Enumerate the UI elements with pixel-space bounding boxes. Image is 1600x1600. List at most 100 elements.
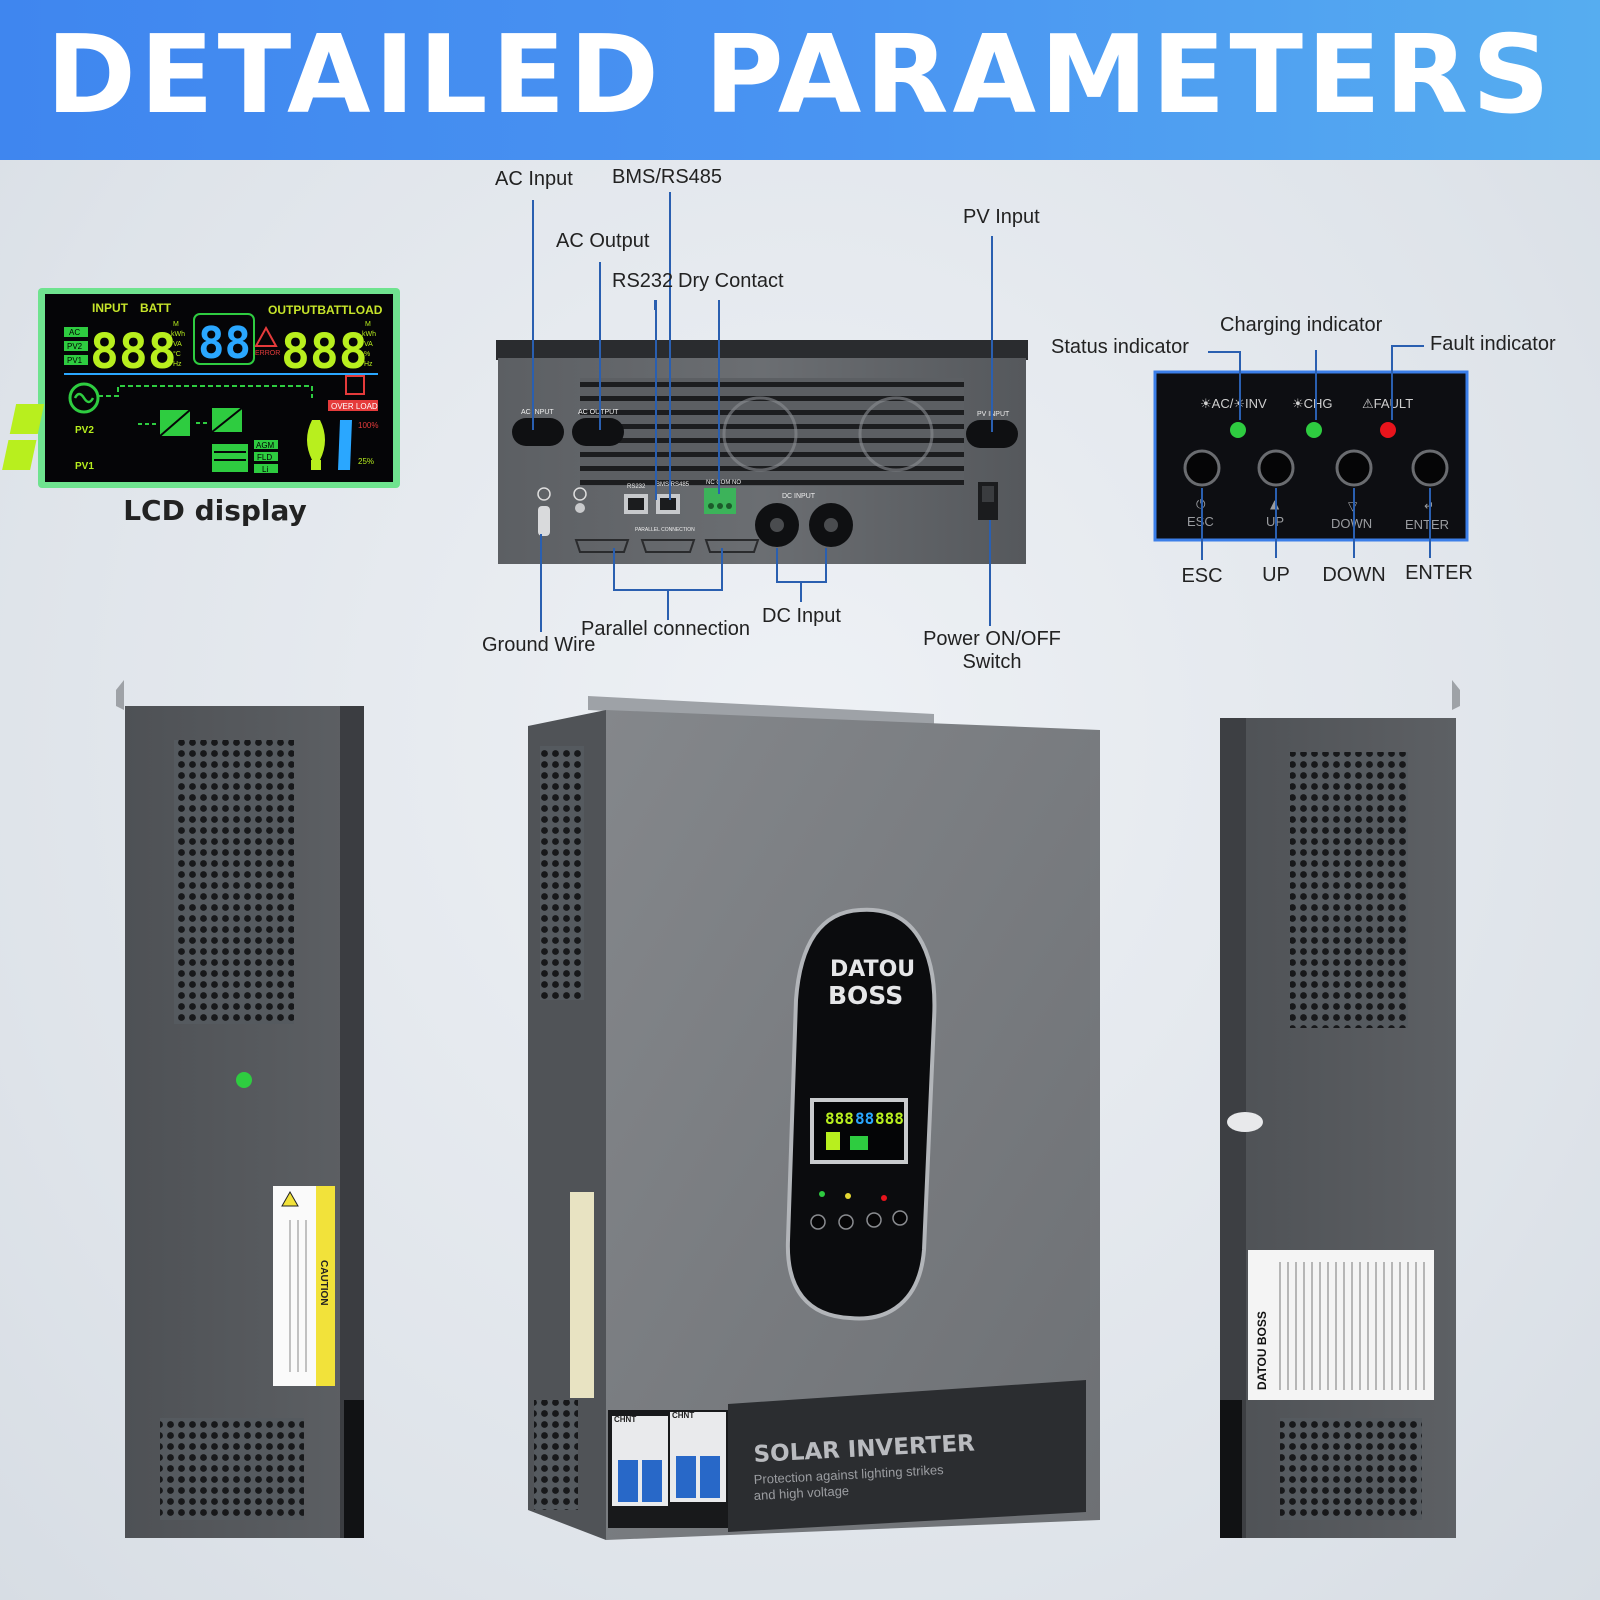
label-bms-rs485: BMS/RS485 [612, 166, 723, 188]
fault-indicator-led [1380, 422, 1396, 438]
svg-text:°C: °C [173, 350, 181, 358]
svg-text:%: % [364, 351, 370, 358]
label-rs232: RS232 [612, 270, 674, 292]
label-enter: ENTER [1405, 562, 1473, 584]
stamp-bms: BMS RS485 [656, 482, 690, 488]
lcd-pv2-label: PV2 [75, 425, 94, 436]
ground-symbol-icon [537, 487, 551, 501]
lcd-left-digits: 888 [90, 324, 177, 380]
lcd-mute-icon [345, 375, 365, 395]
control-panel: ☀AC/☀INV ☀CHG ⚠FAULT ⏻ ESC ▲ UP ▽ DOWN ↵… [1153, 370, 1469, 542]
right-vent-holes-bottom [1280, 1418, 1422, 1520]
svg-text:kWh: kWh [362, 331, 376, 338]
enter-button-knob[interactable] [1411, 449, 1449, 487]
lcd-source-pv2-badge [64, 341, 88, 351]
lcd-error: ERROR [255, 350, 280, 357]
control-leader-lines [1201, 345, 1431, 560]
caution-text: CAUTION [318, 1260, 329, 1306]
right-side-view: DATOU BOSS [1220, 680, 1460, 1538]
lcd-right-digits: 888 [281, 324, 368, 380]
lcd-caption: LCD display [123, 494, 307, 527]
rear-panel: AC INPUT AC OUTPUT PV INPUT RS232 BMS RS… [496, 340, 1028, 564]
down-panel-text: DOWN [1331, 516, 1372, 531]
label-down: DOWN [1322, 564, 1386, 586]
svg-text:kWh: kWh [171, 331, 185, 338]
lcd-display: INPUT BATT OUTPUTBATTLOAD AC PV2 PV1 888… [2, 288, 400, 488]
lcd-source-pv2: PV2 [67, 342, 83, 351]
label-esc: ESC [1181, 565, 1223, 587]
lcd-source-ac-badge [64, 327, 88, 337]
lcd-center-digits: 88 [198, 318, 251, 369]
up-button-knob[interactable] [1257, 449, 1295, 487]
esc-panel-text: ESC [1187, 514, 1214, 529]
lcd-output-label: OUTPUTBATTLOAD [268, 303, 383, 317]
rear-leader-lines [532, 192, 993, 632]
stamp-ac-input: AC INPUT [521, 409, 554, 416]
parallel-port-2 [640, 539, 696, 553]
stamp-parallel: PARALLEL CONNECTION [635, 527, 695, 533]
ac-input-terminal [512, 418, 564, 446]
parallel-port-3 [704, 539, 760, 553]
label-power-switch-2: Switch [962, 651, 1022, 673]
front-lcd-screen [814, 1102, 904, 1160]
pv-input-terminal [966, 420, 1018, 448]
indicator-acinv-text: ☀AC/☀INV [1200, 396, 1267, 411]
lcd-overload: OVER LOAD [331, 402, 378, 411]
svg-text:VA: VA [173, 341, 182, 348]
down-button-knob[interactable] [1335, 449, 1373, 487]
label-charging-indicator: Charging indicator [1220, 314, 1383, 336]
breaker-brand-2: CHNT [672, 1411, 694, 1420]
indicator-chg-text: ☀CHG [1292, 396, 1333, 411]
brand-line2: BOSS [828, 981, 903, 1010]
status-indicator-led [1230, 422, 1246, 438]
lcd-batt-type-fld: FLD [257, 453, 272, 462]
svg-text:88: 88 [855, 1109, 874, 1128]
label-up: UP [1262, 564, 1290, 586]
lcd-bulb-icon [307, 420, 325, 460]
lcd-load-bar-icon [338, 420, 352, 470]
label-pv-input: PV Input [963, 206, 1040, 228]
label-dry-contact: Dry Contact [678, 270, 784, 292]
indicator-fault-text: ⚠FAULT [1362, 396, 1413, 411]
lcd-warning-icon [254, 325, 278, 347]
spec-label-brand: DATOU BOSS [1255, 1311, 1269, 1390]
left-side-view: CAUTION [116, 680, 364, 1538]
svg-text:Hz: Hz [364, 361, 373, 368]
header-banner: DETAILED PARAMETERS [0, 0, 1600, 160]
svg-text:Hz: Hz [173, 361, 182, 368]
lcd-pv1-label: PV1 [75, 461, 94, 472]
brand-line1: DATOU [830, 957, 915, 982]
lcd-pv1-panel-icon [2, 440, 37, 470]
label-ac-output: AC Output [556, 230, 650, 252]
svg-text:VA: VA [364, 341, 373, 348]
lcd-input-label: INPUT [92, 301, 129, 315]
esc-button-knob[interactable] [1183, 449, 1221, 487]
lcd-pv2-panel-icon [9, 404, 45, 434]
svg-text:M: M [365, 321, 371, 328]
stamp-dc-input: DC INPUT [782, 493, 816, 500]
label-dc-input: DC Input [762, 605, 841, 627]
lcd-ac-icon [68, 382, 100, 414]
lcd-batt-type-li: Li [262, 465, 268, 474]
stamp-dry-contact: NC COM NO [706, 480, 741, 486]
svg-text:888: 888 [825, 1109, 854, 1128]
lcd-source-pv1-badge [64, 355, 88, 365]
lcd-battery-icon [212, 444, 248, 472]
page-title: DETAILED PARAMETERS [46, 13, 1554, 138]
label-fault-indicator: Fault indicator [1430, 333, 1556, 355]
label-ac-input: AC Input [495, 168, 573, 190]
lcd-source-pv1: PV1 [67, 356, 83, 365]
label-ground-wire: Ground Wire [482, 634, 596, 656]
svg-text:M: M [173, 321, 179, 328]
left-green-dot [236, 1072, 252, 1088]
spec-label [1248, 1250, 1434, 1400]
front-side-vent [540, 746, 584, 1000]
left-vent-holes [174, 740, 294, 1024]
ac-output-terminal [572, 418, 624, 446]
lcd-pct-high: 100% [358, 421, 378, 430]
product-tagline-2: and high voltage [753, 1483, 849, 1503]
left-vent-holes-bottom [160, 1418, 304, 1520]
svg-text:888: 888 [875, 1109, 904, 1128]
lcd-source-ac: AC [69, 328, 80, 337]
